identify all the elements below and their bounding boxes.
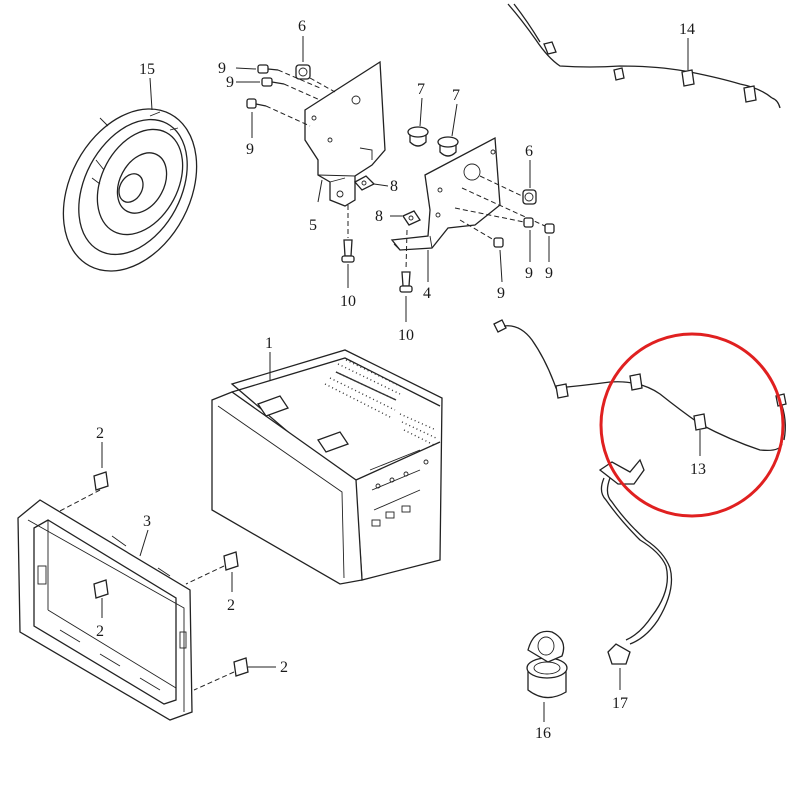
bracket-part-4 xyxy=(390,136,501,282)
callout-9-b: 9 xyxy=(226,74,234,91)
callout-8-right: 8 xyxy=(375,208,383,225)
clip-part-2-bottom xyxy=(193,657,276,691)
callout-7-right: 7 xyxy=(452,87,460,104)
clip-part-2-right xyxy=(185,551,239,592)
callout-15: 15 xyxy=(139,61,155,78)
screw-part-10-left xyxy=(341,205,355,288)
cable-part-17 xyxy=(598,458,673,690)
screws-part-9-left xyxy=(235,64,336,138)
callout-2-top: 2 xyxy=(96,425,104,442)
callout-10-left: 10 xyxy=(340,293,356,310)
callout-13: 13 xyxy=(690,461,706,478)
nut-part-6-left xyxy=(295,36,311,80)
callout-17: 17 xyxy=(612,695,628,712)
highlight-circle xyxy=(599,332,785,518)
callout-9-d: 9 xyxy=(525,265,533,282)
bushing-part-7-right xyxy=(437,103,459,157)
clip-nut-part-8-right xyxy=(390,210,421,226)
trim-frame-part-3 xyxy=(17,499,193,721)
callout-14: 14 xyxy=(679,21,695,38)
clip-part-2-inner xyxy=(93,579,109,618)
bracket-part-5 xyxy=(304,60,386,207)
screw-part-10-right xyxy=(399,229,413,322)
callout-3: 3 xyxy=(143,513,151,530)
callout-1: 1 xyxy=(265,335,273,352)
nut-part-6-right xyxy=(479,160,537,205)
callout-5: 5 xyxy=(309,217,317,234)
head-unit-part-1 xyxy=(211,349,443,585)
wiring-harness-part-14 xyxy=(507,3,781,109)
cable-part-13 xyxy=(493,319,787,456)
callout-2-right: 2 xyxy=(227,597,235,614)
callout-8-left: 8 xyxy=(390,178,398,195)
bushing-part-7-left xyxy=(407,97,429,147)
clip-part-2-top xyxy=(57,442,109,513)
callout-2-inner: 2 xyxy=(96,623,104,640)
screws-part-9-right xyxy=(454,187,555,283)
callout-10-right: 10 xyxy=(398,327,414,344)
clip-nut-part-8-left xyxy=(353,175,389,191)
callout-6-left: 6 xyxy=(298,18,306,35)
callout-7-left: 7 xyxy=(417,81,425,98)
callout-16: 16 xyxy=(535,725,551,742)
callout-4: 4 xyxy=(423,285,431,302)
callout-9-c: 9 xyxy=(246,141,254,158)
callout-2-bottom: 2 xyxy=(280,659,288,676)
callout-9-f: 9 xyxy=(497,285,505,302)
callout-9-a: 9 xyxy=(218,60,226,77)
socket-part-16 xyxy=(526,630,568,722)
callout-9-e: 9 xyxy=(545,265,553,282)
callout-6-right: 6 xyxy=(525,143,533,160)
speaker-part-15 xyxy=(62,77,198,272)
